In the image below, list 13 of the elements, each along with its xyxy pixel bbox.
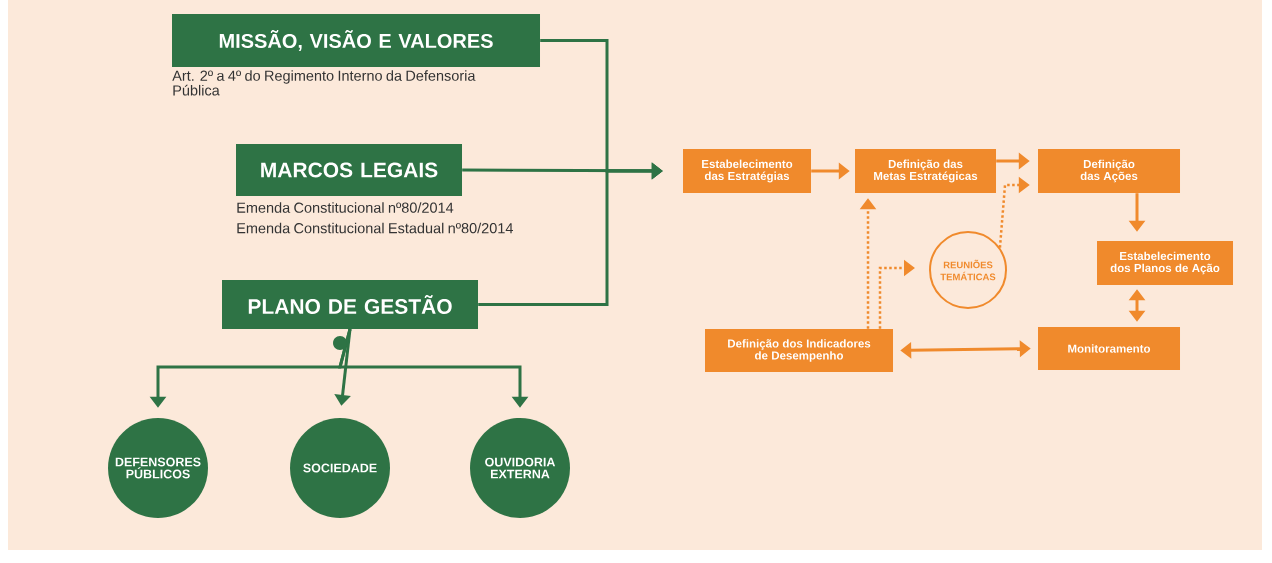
arrow — [878, 259, 915, 329]
process-box: Monitoramento — [1038, 327, 1180, 370]
process-box: Definição das Metas Estratégicas — [855, 149, 996, 193]
title-box: MISSÃO, VISÃO E VALORES — [172, 14, 540, 67]
title-box: MARCOS LEGAIS — [236, 144, 462, 196]
note-text: Art. 2º a 4º do Regimento Interno da Defensoria Pública — [172, 70, 476, 96]
process-box: Definição das Ações — [1038, 149, 1180, 193]
process-box: Estabelecimento dos Planos de Ação — [1097, 241, 1233, 285]
title-box: PLANO DE GESTÃO — [222, 280, 478, 329]
note-text: Emenda Constitucional Estadual nº80/2014 — [237, 222, 513, 234]
note-text: Emenda Constitucional nº80/2014 — [237, 202, 454, 213]
process-box: Estabelecimento das Estratégias — [683, 149, 811, 193]
process-box: Definição dos Indicadores de Desempenho — [705, 329, 893, 372]
